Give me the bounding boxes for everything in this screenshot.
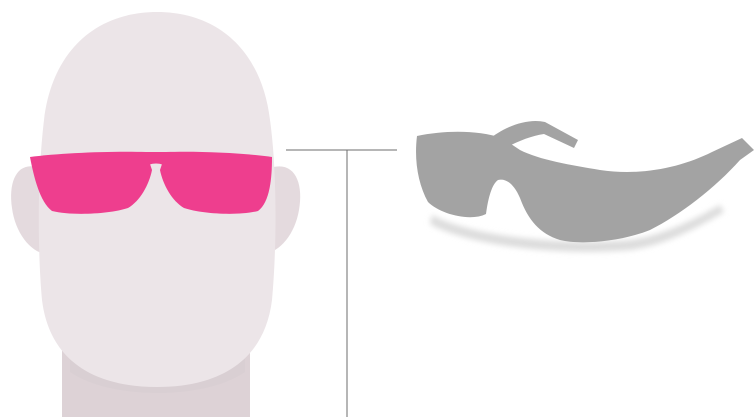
connector-lines	[286, 150, 397, 417]
product-sunglasses	[416, 121, 754, 252]
head-illustration	[11, 12, 300, 417]
product-frame	[416, 132, 754, 243]
